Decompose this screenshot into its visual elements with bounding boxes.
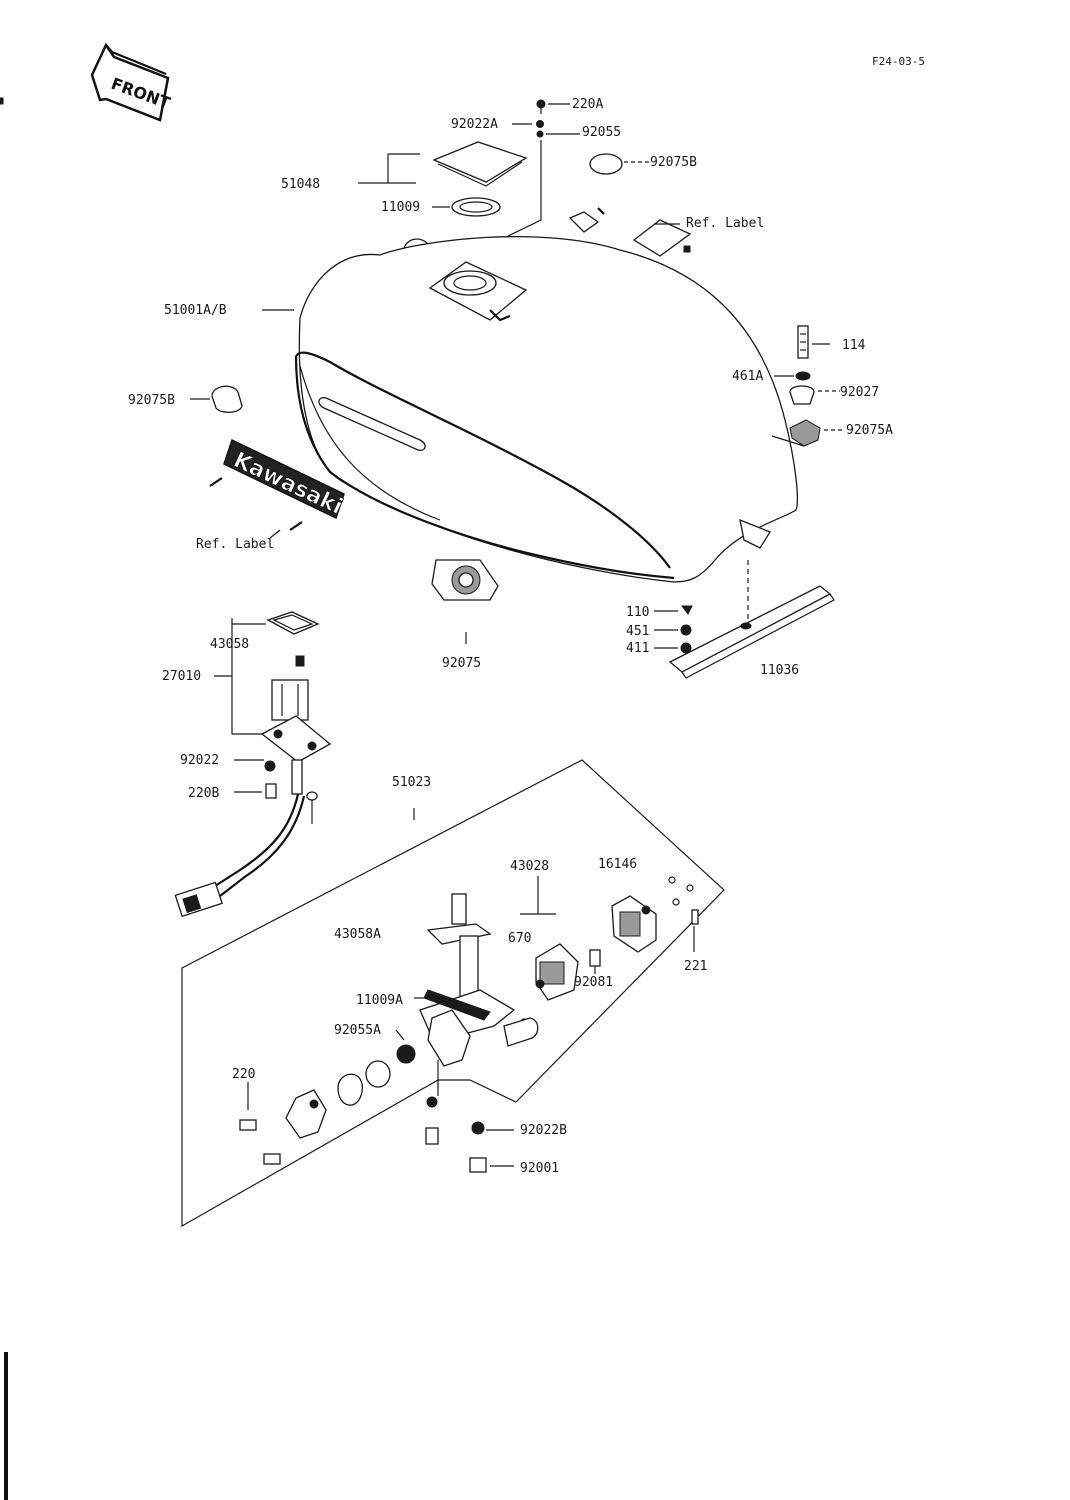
washer-451: [680, 624, 692, 636]
gasket-11009: [451, 197, 501, 217]
damper-92075B-left: [211, 385, 243, 413]
gasket-43058: [266, 611, 320, 635]
callout-43058: 43058: [210, 637, 249, 652]
bolt-114: [797, 325, 809, 359]
callout-16146: 16146: [598, 857, 637, 872]
callout-92075B-top: 92075B: [650, 155, 697, 170]
callout-51048: 51048: [281, 177, 320, 192]
damper-92027: [789, 385, 815, 405]
callout-ref-label-bottom: Ref. Label: [196, 537, 274, 552]
ref-label-top-part: [568, 207, 692, 257]
screw-92081: [589, 949, 601, 967]
washer-92055: [536, 130, 544, 138]
callout-92022: 92022: [180, 753, 219, 768]
callout-220: 220: [232, 1067, 255, 1082]
callout-461A: 461A: [732, 369, 763, 384]
callout-92055: 92055: [582, 125, 621, 140]
screw-220B: [265, 783, 277, 799]
screw-220-a: [239, 1119, 257, 1131]
fuel-tank-51001: [294, 235, 799, 583]
washer-tap: [426, 1096, 438, 1108]
filter-92055A: [396, 1044, 416, 1064]
rubber-cap-92075B: [589, 153, 623, 175]
page-edge-tick: [0, 97, 4, 105]
damper-92075: [431, 559, 499, 601]
callout-92022B: 92022B: [520, 1123, 567, 1138]
bolt-tap: [425, 1127, 439, 1145]
washer-92022: [264, 760, 276, 772]
callout-92055A: 92055A: [334, 1023, 381, 1038]
callout-92001: 92001: [520, 1161, 559, 1176]
callout-670: 670: [508, 931, 531, 946]
front-arrow-icon: FRONT: [90, 42, 173, 122]
screw-220A: [536, 99, 546, 114]
callout-114: 114: [842, 338, 866, 353]
tap-plate: [285, 1089, 327, 1139]
callout-11009A: 11009A: [356, 993, 403, 1008]
callout-92022A: 92022A: [451, 117, 498, 132]
callout-411: 411: [626, 641, 649, 656]
callout-92075B-left: 92075B: [128, 393, 175, 408]
callout-43028: 43028: [510, 859, 549, 874]
washer-411: [680, 642, 692, 654]
cap-cover-51048: [432, 141, 528, 183]
bolt-92001: [469, 1157, 487, 1173]
callout-221: 221: [684, 959, 707, 974]
callout-11009: 11009: [381, 200, 420, 215]
fuel-level-sensor-27010: [174, 655, 332, 918]
callout-51001: 51001A/B: [164, 303, 227, 318]
callout-27010: 27010: [162, 669, 201, 684]
callout-92075: 92075: [442, 656, 481, 671]
callout-92081: 92081: [574, 975, 613, 990]
callout-51023: 51023: [392, 775, 431, 790]
callout-220B: 220B: [188, 786, 219, 801]
valve-16146: [611, 876, 699, 953]
callout-ref-label-top: Ref. Label: [686, 216, 764, 231]
callout-11036: 11036: [760, 663, 799, 678]
bolt-110: [681, 605, 693, 615]
callout-92075A: 92075A: [846, 423, 893, 438]
fuel-tap-body: [419, 893, 539, 1096]
callout-92027: 92027: [840, 385, 879, 400]
callout-451: 451: [626, 624, 649, 639]
page-reference: F24-03-5: [872, 55, 925, 68]
damper-92075A: [789, 419, 821, 447]
fuel-tap-assembly-panel-51023: [181, 759, 725, 1228]
washer-461A: [795, 371, 811, 381]
washer-92022A: [536, 120, 544, 128]
washer-92022B: [471, 1121, 485, 1135]
cover-43028: [520, 943, 579, 1026]
o-ring: [365, 1060, 391, 1088]
callout-110: 110: [626, 605, 649, 620]
screw-220-b: [263, 1153, 281, 1165]
callout-43058A: 43058A: [334, 927, 381, 942]
bowl: [337, 1073, 363, 1106]
callout-220A: 220A: [572, 97, 603, 112]
bracket-11036: [668, 560, 835, 679]
